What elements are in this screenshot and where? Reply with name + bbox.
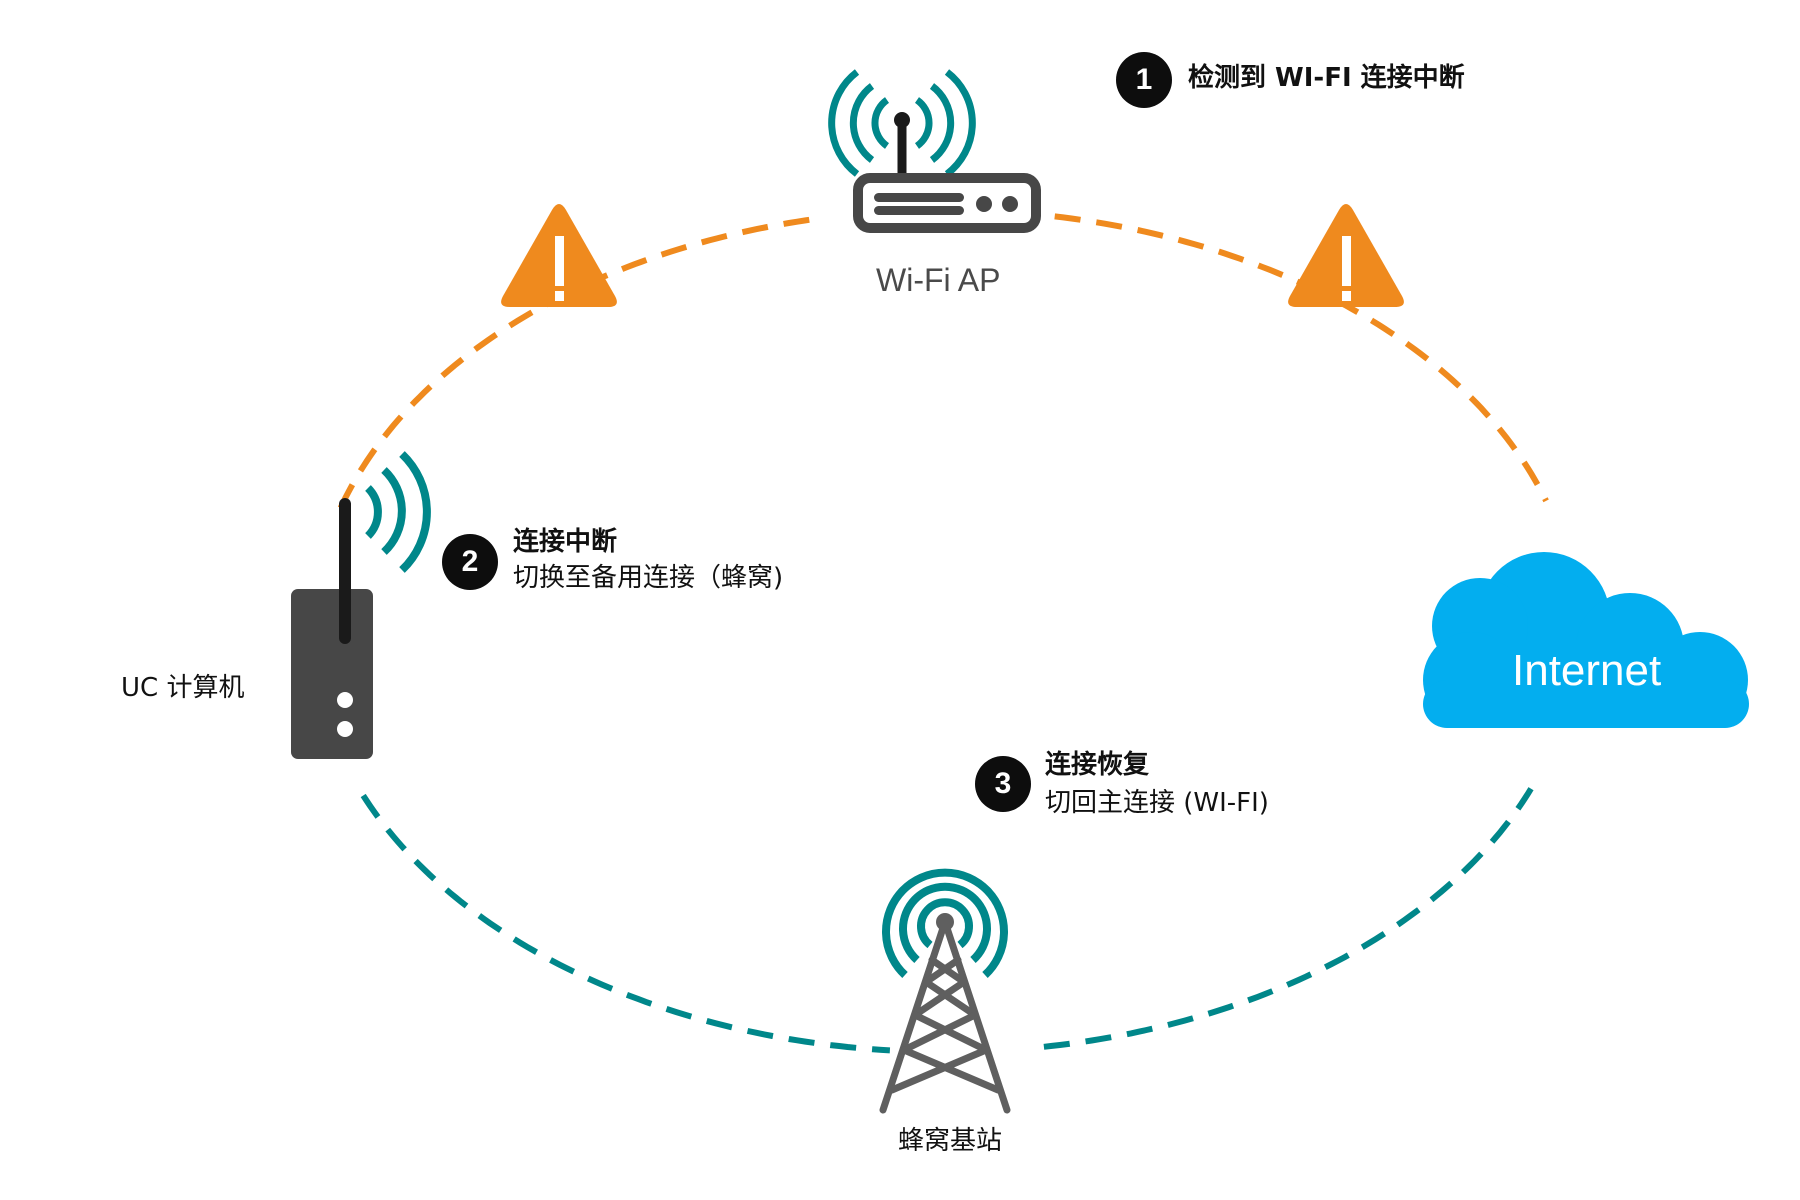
wifi-ap-label: Wi-Fi AP — [876, 262, 1001, 298]
wifi-link-left-segment — [337, 216, 815, 510]
wifi-link-right-segment — [1054, 213, 1549, 503]
step-1-title: 检测到 WI-FI 连接中断 — [1188, 63, 1465, 93]
internet-label: Internet — [1512, 646, 1662, 695]
step-3-description: 切回主连接 (WI-FI) — [1045, 788, 1269, 818]
cell-tower-icon — [879, 868, 1011, 1114]
step-3-badge: 3 — [975, 756, 1031, 812]
cellular-link-left-segment — [360, 793, 891, 1054]
uc-computer-label: UC 计算机 — [121, 673, 245, 703]
step-2-description: 切换至备用连接（蜂窝) — [513, 563, 784, 593]
step-2-badge: 2 — [442, 534, 498, 590]
step-2-title: 连接中断 — [513, 527, 618, 557]
cellular-link-right-segment — [1043, 787, 1534, 1050]
cell-tower-label: 蜂窝基站 — [898, 1126, 1003, 1156]
warning-icon-right — [1288, 204, 1404, 307]
cloud-icon — [1423, 552, 1749, 728]
step-1-badge: 1 — [1116, 52, 1172, 108]
computer-device-icon — [291, 451, 431, 759]
warning-icon-left — [501, 204, 617, 307]
step-3-title: 连接恢复 — [1045, 750, 1150, 780]
wifi-router-icon — [828, 69, 1041, 233]
